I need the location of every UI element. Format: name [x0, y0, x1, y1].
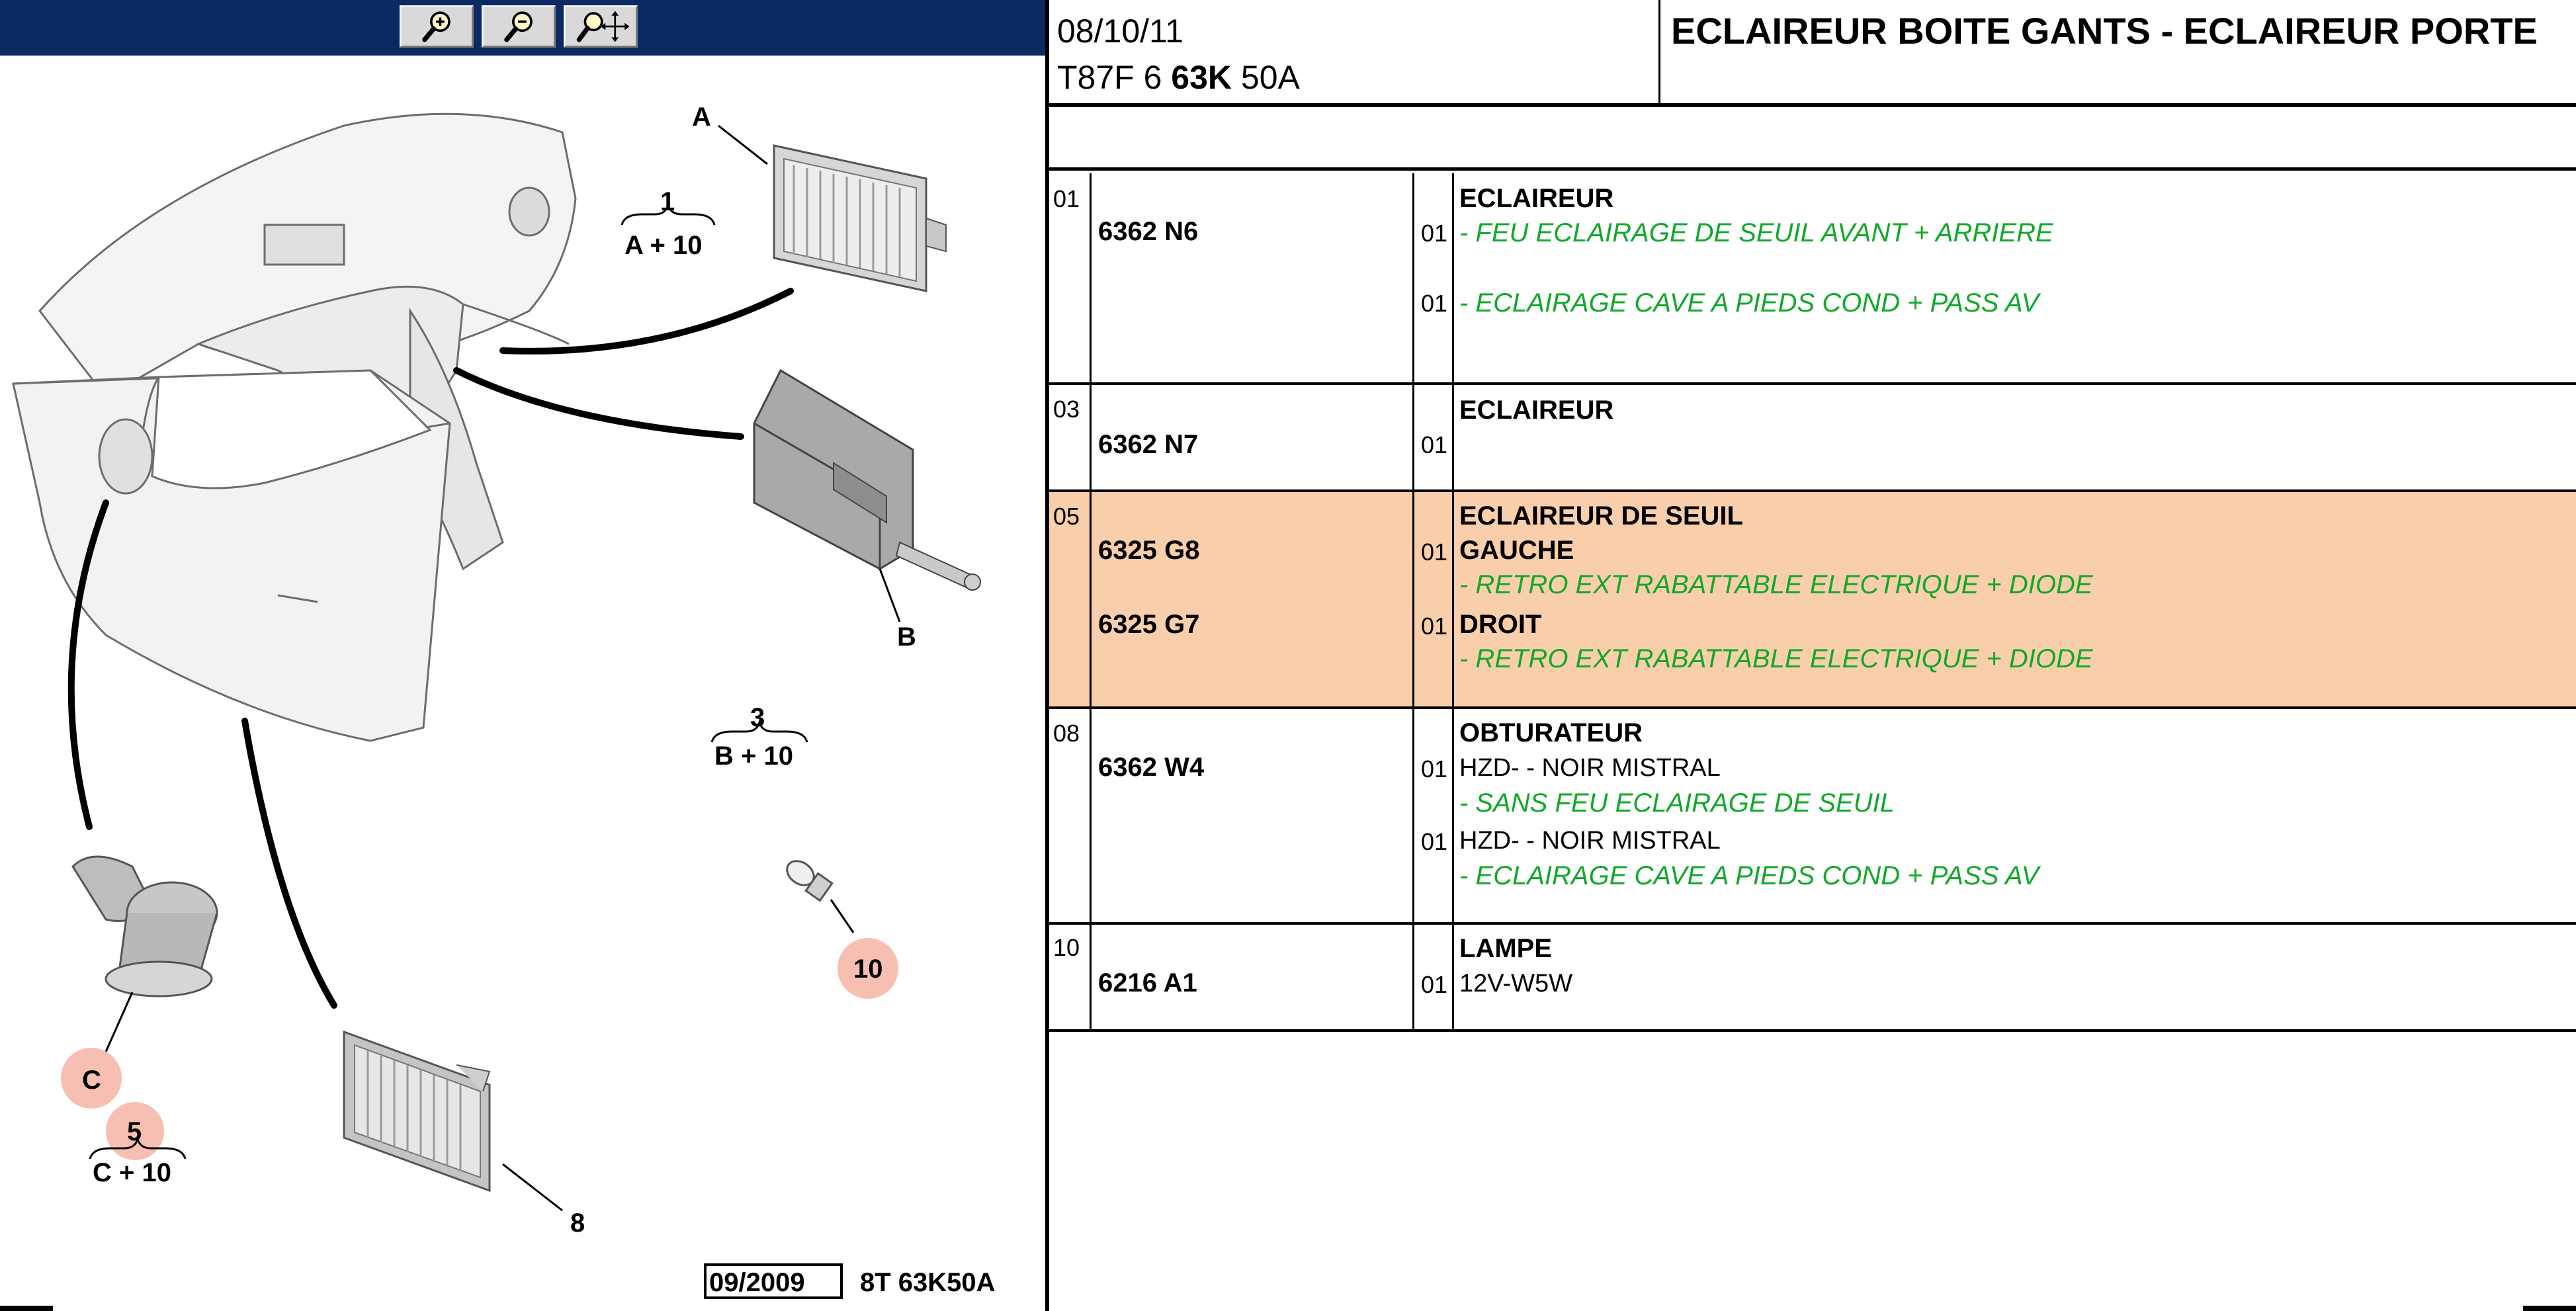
label-c: C [82, 1066, 101, 1095]
row-note: - RETRO EXT RABATTABLE ELECTRIQUE + DIOD… [1459, 570, 2093, 599]
header-code-bold: 63K [1171, 59, 1232, 96]
group-1-number: 1 [660, 187, 675, 216]
bottom-right-marker [2523, 1306, 2576, 1311]
qty: 01 [1421, 431, 1448, 458]
part-c-illustration [71, 855, 218, 997]
badge-10[interactable] [837, 938, 898, 999]
qty: 01 [1421, 828, 1448, 855]
qty: 01 [1421, 290, 1448, 317]
group-3-formula: B + 10 [714, 741, 793, 771]
header-code: T87F 6 63K 50A [1057, 58, 1300, 97]
label-10: 10 [853, 954, 883, 984]
part-8-illustration [343, 1030, 491, 1193]
group-3-number: 3 [750, 703, 765, 732]
row-note: - SANS FEU ECLAIRAGE DE SEUIL [1459, 788, 1895, 818]
parts-header: 08/10/11 T87F 6 63K 50A ECLAIREUR BOITE … [1049, 0, 2576, 107]
parts-panel: 08/10/11 T87F 6 63K 50A ECLAIREUR BOITE … [1049, 0, 2576, 1311]
footer-code: 8T 63K50A [860, 1268, 996, 1297]
zoom-in-button[interactable] [400, 5, 474, 48]
qty: 01 [1421, 971, 1448, 998]
header-code-prefix: T87F 6 [1057, 59, 1172, 96]
badge-c[interactable] [61, 1048, 122, 1109]
row-variant: GAUCHE [1459, 536, 1574, 565]
row-title: ECLAIREUR [1459, 184, 1614, 213]
footer-date: 09/2009 [709, 1268, 805, 1297]
part-10-illustration [786, 860, 834, 902]
badge-5[interactable] [106, 1102, 164, 1160]
table-row[interactable]: 10 6216 A1 01 LAMPE 12V-W5W [1049, 925, 2576, 1032]
group-1-formula: A + 10 [624, 231, 702, 260]
row-note: - ECLAIRAGE CAVE A PIEDS COND + PASS AV [1459, 288, 2039, 317]
row-detail: HZD- - NOIR MISTRAL [1459, 754, 1721, 782]
label-8: 8 [570, 1208, 585, 1238]
door-illustration [12, 369, 451, 742]
row-detail: HZD- - NOIR MISTRAL [1459, 827, 1721, 855]
row-note: - RETRO EXT RABATTABLE ELECTRIQUE + DIOD… [1459, 644, 2093, 673]
zoom-pan-icon [576, 11, 630, 42]
zoom-toolbar [0, 0, 1045, 56]
row-title: OBTURATEUR [1459, 718, 1643, 747]
part-ref[interactable]: 6325 G7 [1098, 610, 1200, 639]
row-title: ECLAIREUR [1459, 396, 1614, 425]
part-ref[interactable]: 6362 N7 [1098, 430, 1199, 459]
part-ref[interactable]: 6325 G8 [1098, 536, 1200, 565]
row-title: ECLAIREUR DE SEUIL [1459, 501, 1743, 530]
row-number: 08 [1053, 720, 1080, 747]
zoom-pan-button[interactable] [564, 5, 638, 48]
row-number: 10 [1053, 934, 1080, 961]
table-row-selected[interactable]: 05 6325 G8 6325 G7 01 01 ECLAIREUR DE SE… [1049, 492, 2576, 709]
label-b: B [897, 622, 916, 652]
page-title: ECLAIREUR BOITE GANTS - ECLAIREUR PORTE [1671, 10, 2538, 52]
row-variant: DROIT [1459, 610, 1542, 639]
row-number: 03 [1053, 396, 1080, 423]
diagram-panel: A B C 10 8 1 A + 10 3 B + 10 5 C + 10 09… [0, 0, 1045, 1311]
row-title: LAMPE [1459, 934, 1552, 963]
part-ref[interactable]: 6362 W4 [1098, 753, 1205, 782]
table-row[interactable]: 03 6362 N7 01 ECLAIREUR [1049, 385, 2576, 492]
row-detail: 12V-W5W [1459, 970, 1573, 997]
group-5-formula: C + 10 [93, 1158, 171, 1187]
header-code-suffix: 50A [1232, 59, 1300, 96]
table-row[interactable]: 01 6362 N6 01 01 ECLAIREUR - FEU ECLAIRA… [1049, 173, 2576, 385]
header-info: 08/10/11 T87F 6 63K 50A [1049, 0, 1660, 103]
zoom-out-button[interactable] [482, 5, 556, 48]
part-a-illustration [773, 144, 947, 292]
label-a: A [692, 103, 711, 132]
empty-toolbar [1049, 107, 2576, 171]
qty: 01 [1421, 220, 1448, 247]
header-date: 08/10/11 [1057, 13, 1183, 50]
part-ref[interactable]: 6362 N6 [1098, 217, 1199, 246]
qty: 01 [1421, 613, 1448, 640]
row-note: - FEU ECLAIRAGE DE SEUIL AVANT + ARRIERE [1459, 218, 2053, 247]
row-number: 01 [1053, 185, 1080, 212]
panel-divider[interactable] [1045, 0, 1049, 1311]
footer-date-box [704, 1263, 843, 1299]
qty: 01 [1421, 538, 1448, 566]
group-5-number: 5 [127, 1117, 142, 1146]
zoom-in-icon [422, 11, 451, 42]
parts-table: 01 6362 N6 01 01 ECLAIREUR - FEU ECLAIRA… [1049, 173, 2576, 1032]
row-note: - ECLAIRAGE CAVE A PIEDS COND + PASS AV [1459, 861, 2039, 890]
part-b-illustration [753, 368, 981, 591]
zoom-out-icon [504, 11, 533, 42]
qty: 01 [1421, 755, 1448, 782]
bottom-left-marker [0, 1306, 53, 1311]
part-ref[interactable]: 6216 A1 [1098, 968, 1197, 997]
table-row[interactable]: 08 6362 W4 01 01 OBTURATEUR HZD- - NOIR … [1049, 709, 2576, 925]
row-number: 05 [1053, 503, 1080, 530]
parts-diagram: A B C 10 8 1 A + 10 3 B + 10 5 C + 10 09… [0, 56, 1045, 1311]
